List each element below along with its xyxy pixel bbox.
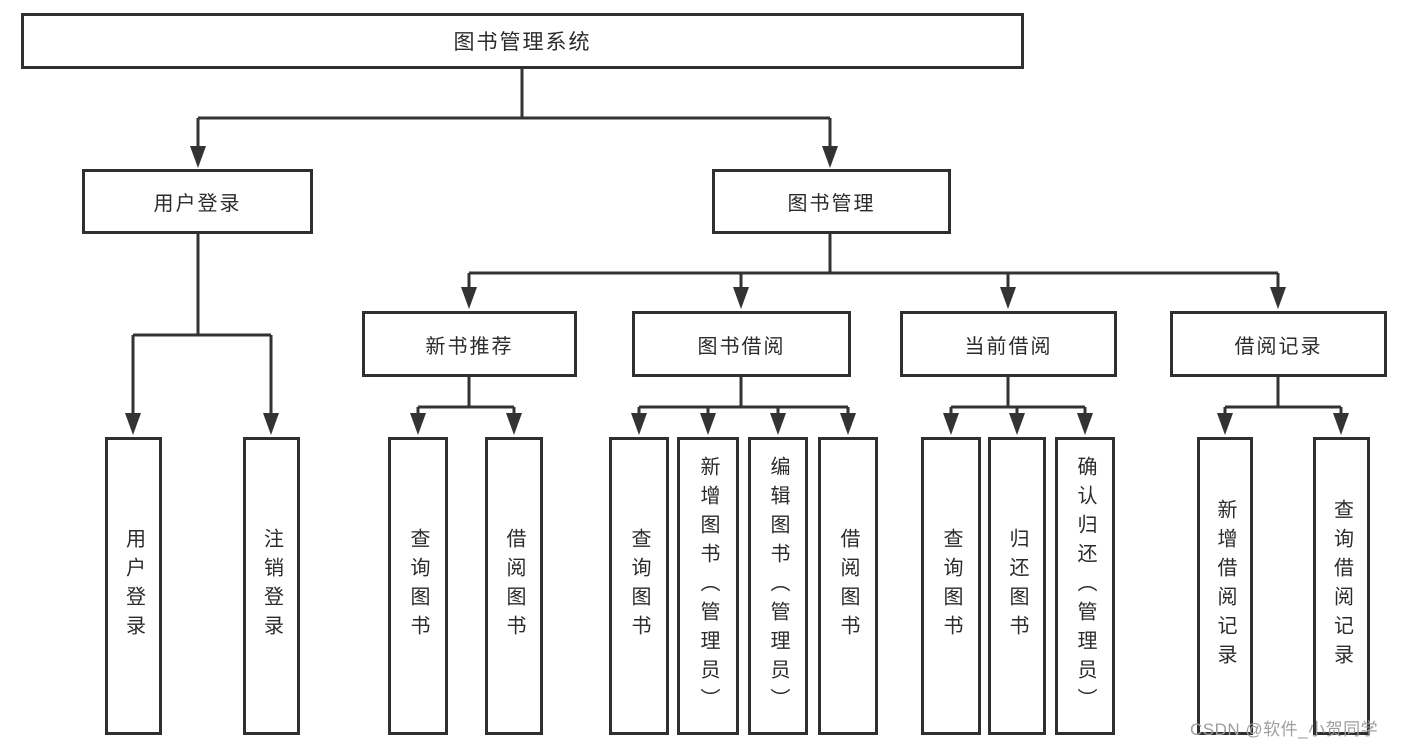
leaf-query-books-borrow: 查询图书 — [609, 437, 669, 735]
node-user-login: 用户登录 — [82, 169, 313, 234]
leaf-label: 注销登录 — [260, 528, 283, 644]
node-label: 当前借阅 — [964, 335, 1053, 358]
leaf-add-books-admin: 新增图书（管理员） — [677, 437, 739, 735]
node-label: 图书管理系统 — [453, 31, 592, 54]
node-book-management: 图书管理 — [712, 169, 951, 234]
leaf-label: 新增借阅记录 — [1214, 499, 1236, 673]
arrowheads — [125, 146, 1349, 435]
leaf-confirm-return-admin: 确认归还（管理员） — [1055, 437, 1115, 735]
leaf-label: 查询借阅记录 — [1330, 499, 1353, 673]
node-label: 图书管理 — [787, 193, 876, 215]
leaf-label: 查询图书 — [407, 528, 429, 644]
leaf-query-borrow-record: 查询借阅记录 — [1313, 437, 1370, 735]
node-new-book-recommendation: 新书推荐 — [362, 311, 577, 377]
leaf-label: 查询图书 — [628, 528, 650, 644]
csdn-watermark: CSDN @软件_小贺同学 — [1190, 720, 1379, 739]
leaf-label: 新增图书（管理员） — [697, 455, 719, 717]
leaf-query-books-recommend: 查询图书 — [388, 437, 448, 735]
node-book-borrowing: 图书借阅 — [632, 311, 851, 377]
leaf-edit-books-admin: 编辑图书（管理员） — [748, 437, 808, 735]
leaf-label: 归还图书 — [1006, 528, 1028, 644]
leaf-add-borrow-record: 新增借阅记录 — [1197, 437, 1253, 735]
node-current-borrowing: 当前借阅 — [900, 311, 1117, 377]
leaf-logout: 注销登录 — [243, 437, 300, 735]
node-label: 借阅记录 — [1234, 335, 1323, 358]
leaf-label: 编辑图书（管理员） — [767, 455, 789, 717]
node-label: 用户登录 — [153, 193, 242, 215]
leaf-label: 借阅图书 — [503, 528, 525, 644]
leaf-label: 借阅图书 — [837, 528, 859, 644]
node-label: 新书推荐 — [425, 335, 514, 358]
node-borrowing-records: 借阅记录 — [1170, 311, 1387, 377]
leaf-borrow-books: 借阅图书 — [818, 437, 878, 735]
leaf-query-books-current: 查询图书 — [921, 437, 981, 735]
node-library-management-system: 图书管理系统 — [21, 13, 1024, 69]
leaf-label: 确认归还（管理员） — [1074, 455, 1096, 717]
connector-elbows — [131, 69, 1343, 416]
leaf-label: 查询图书 — [940, 528, 962, 644]
leaf-user-login: 用户登录 — [105, 437, 162, 735]
leaf-return-books: 归还图书 — [988, 437, 1046, 735]
leaf-label: 用户登录 — [122, 528, 145, 644]
node-label: 图书借阅 — [697, 335, 786, 358]
leaf-borrow-books-recommend: 借阅图书 — [485, 437, 543, 735]
